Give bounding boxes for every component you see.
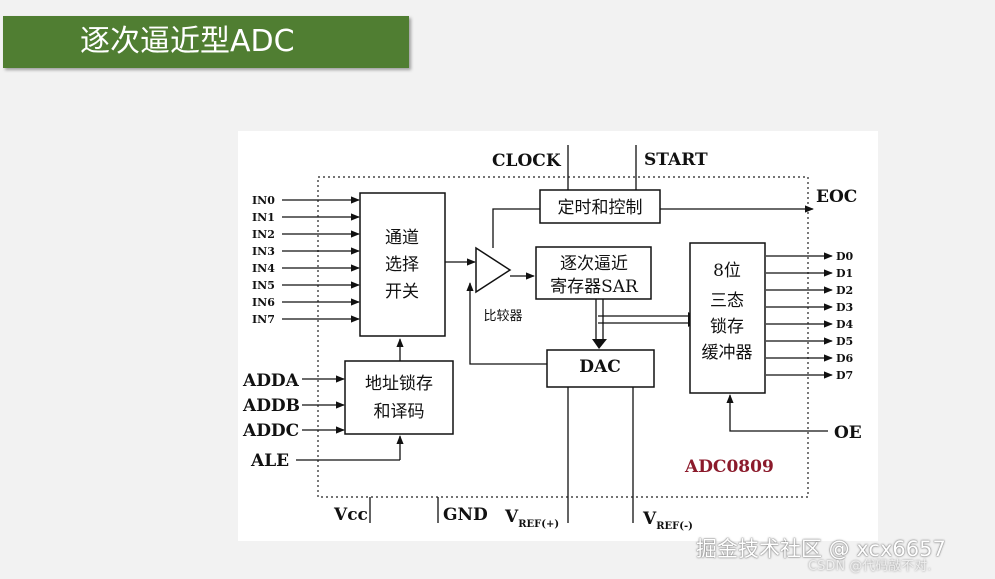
oe-label: OE	[834, 423, 862, 443]
title-bar: 逐次逼近型ADC	[3, 16, 409, 68]
sar-label-2: 寄存器SAR	[550, 277, 639, 297]
output-label-d4: D4	[836, 318, 854, 331]
timing-control-box	[539, 189, 661, 224]
input-label-in4: IN4	[252, 262, 275, 275]
slide-title: 逐次逼近型ADC	[80, 24, 295, 59]
vref-minus-label: VREF(-)	[642, 509, 693, 532]
buffer-label-2: 三态	[710, 291, 744, 311]
mux-label-1: 通道	[385, 228, 419, 248]
adc-block-diagram: 定时和控制 通道 选择 开关 逐次逼近 寄存器SAR 8位 三态 锁存 缓冲器 …	[242, 145, 862, 532]
gnd-label: GND	[443, 505, 488, 525]
output-label-d2: D2	[836, 284, 853, 297]
latch-box	[344, 360, 454, 435]
input-label-in5: IN5	[252, 279, 275, 292]
mux-label-3: 开关	[385, 282, 419, 302]
latch-label-2: 和译码	[374, 402, 425, 422]
start-label: START	[644, 150, 708, 170]
clock-label: CLOCK	[492, 151, 562, 171]
output-label-d5: D5	[836, 335, 853, 348]
ale-label: ALE	[250, 451, 289, 471]
watermark-csdn: CSDN @代码敲不对.	[808, 559, 932, 574]
adda-label: ADDA	[242, 371, 300, 391]
sar-box	[535, 246, 652, 300]
timing-control-label: 定时和控制	[558, 198, 643, 218]
dac-box	[546, 349, 655, 388]
input-label-in2: IN2	[252, 228, 275, 241]
watermark-juejin: 掘金技术社区 @ xcx6657	[696, 537, 946, 561]
addb-label: ADDB	[242, 396, 300, 416]
diagram-panel: 定时和控制 通道 选择 开关 逐次逼近 寄存器SAR 8位 三态 锁存 缓冲器 …	[238, 131, 878, 541]
comparator-symbol	[475, 246, 512, 294]
addc-label: ADDC	[242, 421, 299, 441]
input-label-in3: IN3	[252, 245, 275, 258]
input-label-in7: IN7	[252, 313, 275, 326]
eoc-label: EOC	[816, 187, 857, 207]
chip-name-label: ADC0809	[684, 457, 774, 477]
vref-plus-label: VREF(+)	[504, 507, 559, 530]
buffer-label-4: 缓冲器	[702, 343, 753, 363]
input-label-in1: IN1	[252, 211, 275, 224]
dac-label: DAC	[579, 357, 620, 377]
mux-label-2: 选择	[385, 255, 419, 275]
vcc-label: Vcc	[333, 505, 368, 525]
input-label-in0: IN0	[252, 194, 275, 207]
buffer-box	[689, 242, 766, 394]
mux-box	[359, 192, 446, 337]
output-label-d1: D1	[836, 267, 853, 280]
comparator-label: 比较器	[483, 309, 522, 324]
chip-boundary	[317, 176, 809, 498]
latch-label-1: 地址锁存	[365, 374, 433, 394]
sar-label-1: 逐次逼近	[560, 254, 628, 274]
output-label-d7: D7	[836, 369, 853, 382]
input-label-in6: IN6	[252, 296, 275, 309]
buffer-label-3: 锁存	[710, 317, 744, 337]
output-label-d3: D3	[836, 301, 853, 314]
output-label-d6: D6	[836, 352, 854, 365]
buffer-label-1: 8位	[713, 261, 741, 281]
output-label-d0: D0	[836, 250, 854, 263]
